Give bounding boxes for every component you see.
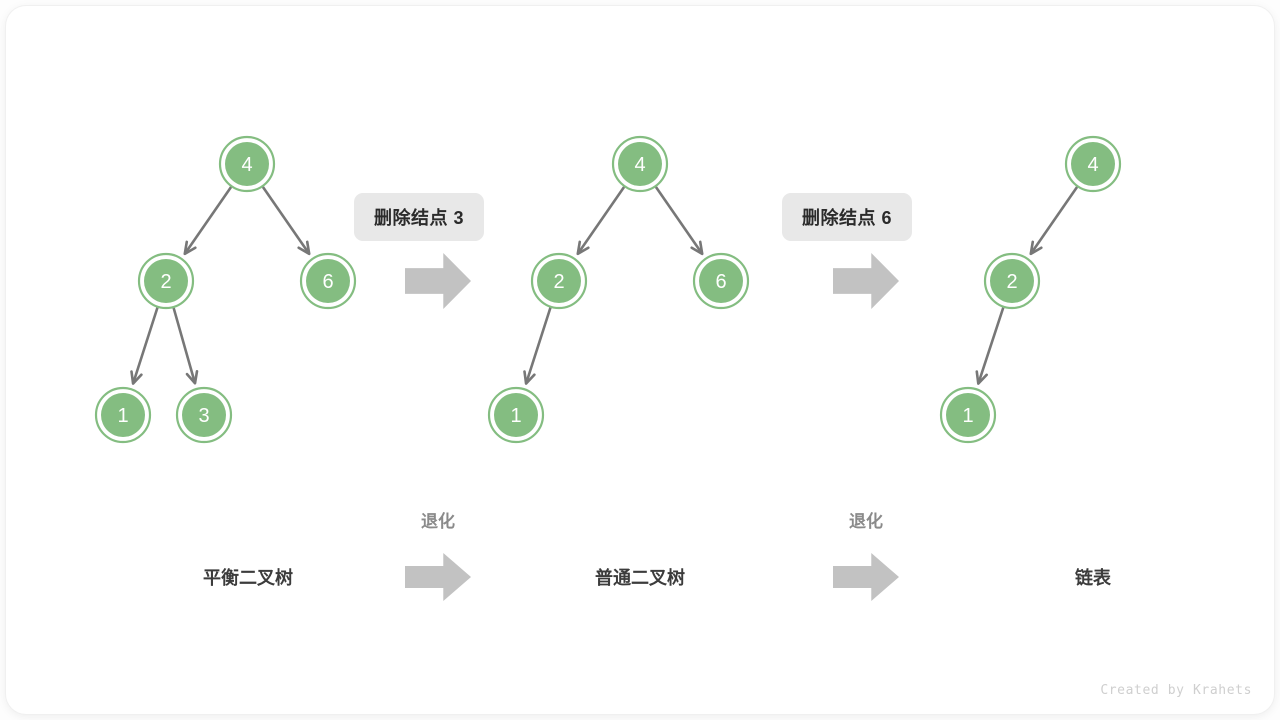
- tree-edge: [261, 186, 311, 256]
- edge-arrowhead: [523, 370, 536, 385]
- figure-card: [6, 6, 1274, 714]
- tree-node[interactable]: 3: [175, 386, 233, 444]
- block-arrows-layer: [405, 253, 899, 601]
- edges-layer: [130, 186, 1079, 385]
- edge-arrowhead: [185, 369, 199, 385]
- tree-node[interactable]: 4: [218, 135, 276, 193]
- edge-arrowhead: [975, 370, 988, 385]
- tree-edge: [183, 186, 233, 256]
- tree-node-label: 2: [553, 271, 564, 293]
- transition-label-degenerate-2: 退化: [849, 512, 883, 531]
- tree-edge: [576, 186, 626, 256]
- tree-node[interactable]: 4: [1064, 135, 1122, 193]
- edge-arrowhead: [183, 240, 197, 256]
- tree-node[interactable]: 1: [94, 386, 152, 444]
- tree-node[interactable]: 1: [487, 386, 545, 444]
- transform-arrow-caption-1: [405, 553, 471, 601]
- tree-edge: [130, 307, 159, 385]
- tree-node-label: 6: [322, 271, 333, 293]
- tree-node[interactable]: 2: [530, 252, 588, 310]
- operation-chip-delete-3[interactable]: 删除结点 3: [354, 193, 485, 241]
- tree-edge: [975, 307, 1005, 385]
- tree-node[interactable]: 2: [983, 252, 1041, 310]
- edge-arrowhead: [297, 240, 311, 256]
- tree-node-label: 1: [117, 405, 128, 427]
- edge-arrowhead: [1029, 240, 1043, 256]
- tree-edge: [1029, 186, 1079, 256]
- tree-edge: [654, 186, 704, 256]
- tree-node-label: 4: [241, 154, 252, 176]
- tree-node-label: 2: [160, 271, 171, 293]
- tree-node[interactable]: 4: [611, 135, 669, 193]
- tree-node-label: 1: [962, 405, 973, 427]
- tree-node[interactable]: 1: [939, 386, 997, 444]
- tree-node-label: 3: [198, 405, 209, 427]
- tree-node-label: 6: [715, 271, 726, 293]
- operation-chip-label: 删除结点 3: [374, 208, 465, 228]
- tree-node-label: 4: [1087, 154, 1098, 176]
- tree-node-label: 2: [1006, 271, 1017, 293]
- tree-node[interactable]: 6: [692, 252, 750, 310]
- operation-chip-delete-6[interactable]: 删除结点 6: [782, 193, 913, 241]
- watermark: Created by Krahets: [1100, 683, 1252, 698]
- edge-arrowhead: [690, 240, 704, 256]
- edge-arrowhead: [576, 240, 590, 256]
- operation-chip-label: 删除结点 6: [802, 208, 893, 228]
- tree-edge: [172, 307, 199, 385]
- tree-node-label: 4: [634, 154, 645, 176]
- transform-arrow-tree-1: [405, 253, 471, 309]
- tree-node[interactable]: 6: [299, 252, 357, 310]
- tree-node[interactable]: 2: [137, 252, 195, 310]
- caption-balanced-tree: 平衡二叉树: [203, 568, 293, 588]
- transform-arrow-tree-2: [833, 253, 899, 309]
- transform-arrow-caption-2: [833, 553, 899, 601]
- caption-linked-list: 链表: [1075, 568, 1111, 588]
- tree-edge: [523, 307, 552, 385]
- tree-node-label: 1: [510, 405, 521, 427]
- transition-label-degenerate-1: 退化: [421, 512, 455, 531]
- caption-ordinary-tree: 普通二叉树: [595, 568, 685, 588]
- nodes-layer: 4 2 6 1 3 4 2 6 1 4 2 1: [94, 135, 1122, 444]
- edge-arrowhead: [130, 370, 143, 385]
